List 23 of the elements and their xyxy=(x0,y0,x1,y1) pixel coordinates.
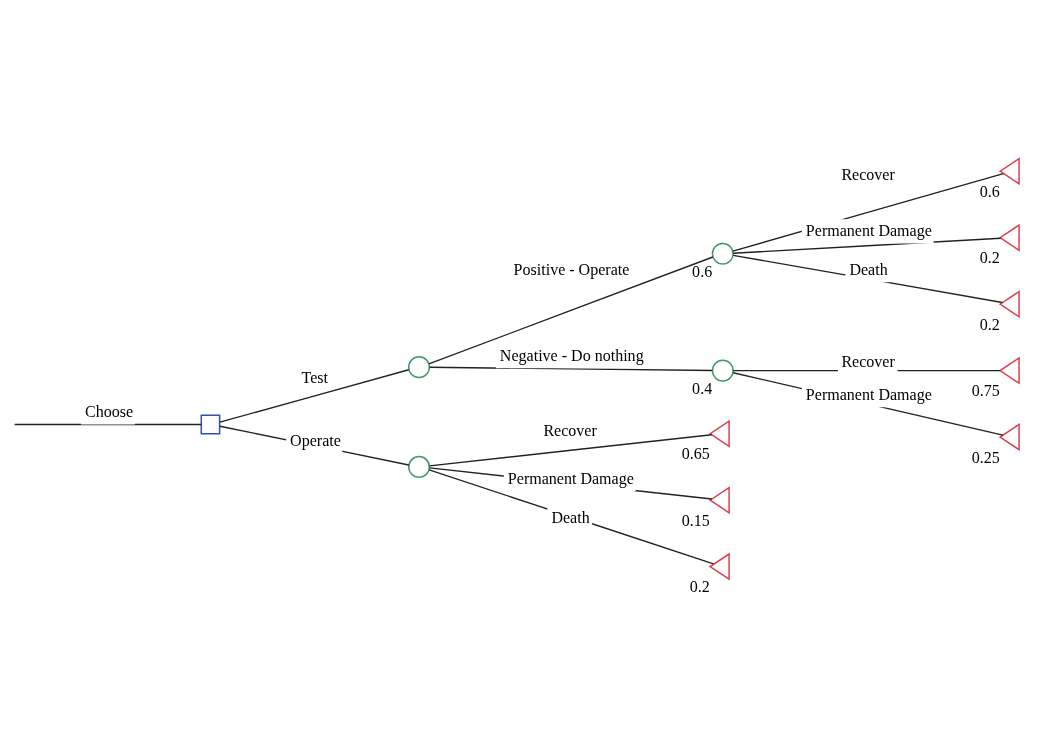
edge-label: Recover xyxy=(841,352,895,370)
node-label: 0.75 xyxy=(971,382,1000,400)
edge-label: Positive - Operate xyxy=(513,261,630,279)
edge-label: Choose xyxy=(84,403,134,421)
node-label: 0.2 xyxy=(979,315,1000,333)
node-label: 0.65 xyxy=(681,445,710,463)
node-label: 0.25 xyxy=(971,448,1000,466)
node-label: 0.2 xyxy=(689,578,710,596)
node-label: 0.15 xyxy=(681,511,710,529)
edge-label: Permanent Damage xyxy=(805,222,932,240)
edge-label: Death xyxy=(551,508,590,526)
edge-label: Permanent Damage xyxy=(507,469,634,487)
node-label: 0.4 xyxy=(692,379,713,397)
edge-label: Recover xyxy=(543,421,597,439)
edge-label: Operate xyxy=(290,431,341,449)
node-label: 0.6 xyxy=(692,262,713,280)
node-label: 0.2 xyxy=(979,249,1000,267)
edge-label: Test xyxy=(301,368,329,386)
node-label: 0.6 xyxy=(979,182,1000,200)
edge-label: Negative - Do nothing xyxy=(499,347,644,365)
edge-label: Permanent Damage xyxy=(805,386,932,404)
edge-label: Recover xyxy=(841,166,895,184)
edge-label: Death xyxy=(849,261,888,279)
